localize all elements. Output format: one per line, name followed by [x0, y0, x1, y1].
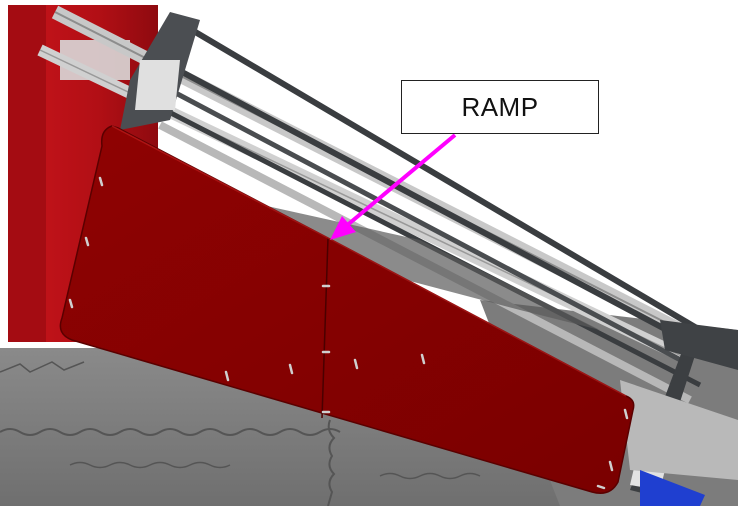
mat-seam — [0, 361, 85, 373]
mat-seam — [327, 419, 336, 506]
magenta-arrow-icon — [330, 133, 457, 240]
ramp-top-edge — [111, 125, 627, 397]
mat-seam — [69, 461, 231, 469]
red-post-side — [8, 5, 46, 342]
mat-seam — [379, 472, 481, 480]
ramp-panel — [59, 125, 635, 494]
ramp-panel-seam — [321, 237, 329, 419]
ramp-interior — [240, 200, 600, 330]
mat-seam — [0, 428, 341, 436]
ramp-callout-label: RAMP — [401, 80, 599, 134]
panel-fasteners — [68, 176, 629, 490]
